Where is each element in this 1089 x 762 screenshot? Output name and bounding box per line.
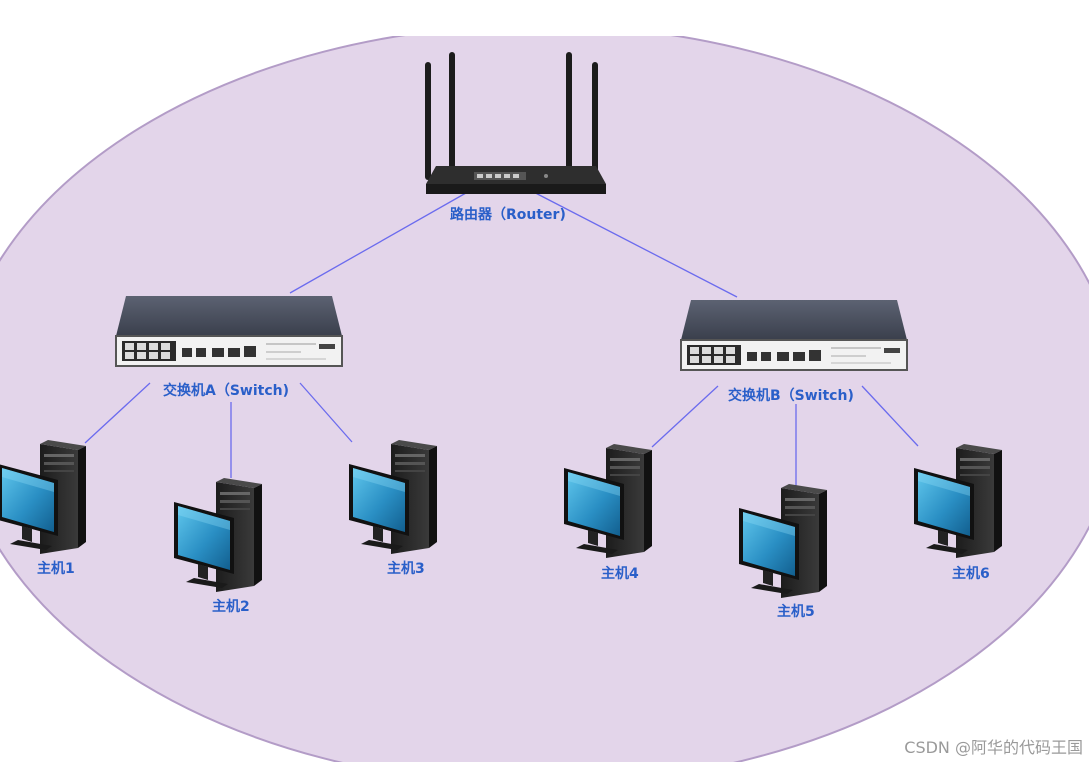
host-5-label: 主机5 — [777, 604, 815, 620]
host-6-label: 主机6 — [952, 566, 990, 582]
host-3-label: 主机3 — [387, 561, 425, 577]
link-switch-b-host-4 — [651, 385, 719, 448]
switch-a-device — [115, 295, 343, 367]
router-label: 路由器（Router) — [450, 207, 566, 223]
router-device — [425, 52, 606, 194]
link-router-switch-a — [289, 184, 481, 294]
link-router-switch-b — [519, 184, 738, 298]
link-switch-b-host-6 — [861, 385, 919, 447]
link-switch-a-host-3 — [299, 382, 353, 443]
watermark: CSDN @阿华的代码王国 — [904, 738, 1083, 757]
switch-b-device — [680, 299, 908, 371]
switch-b-label: 交换机B（Switch) — [728, 388, 854, 404]
host-1-label: 主机1 — [37, 561, 75, 577]
link-switch-a-host-1 — [84, 382, 151, 444]
host-2-label: 主机2 — [212, 599, 250, 615]
switch-a-label: 交换机A（Switch) — [163, 383, 290, 399]
host-4-label: 主机4 — [601, 566, 639, 582]
